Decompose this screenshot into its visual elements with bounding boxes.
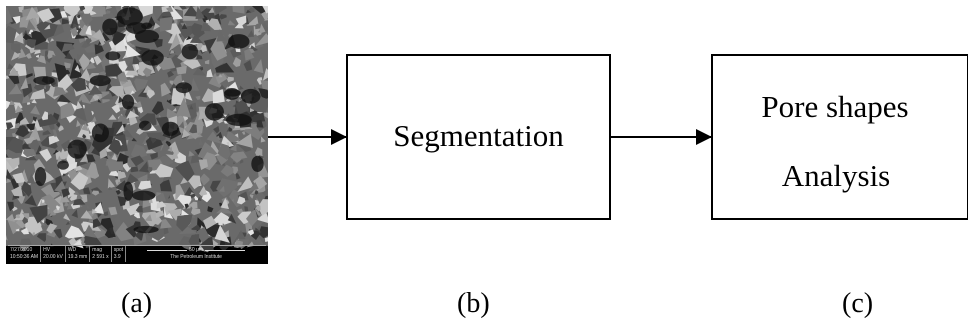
sem-spot: spot 3.9 <box>112 246 127 262</box>
sem-hv-value: 20.00 kV <box>43 254 63 260</box>
segmentation-label: Segmentation <box>393 118 564 153</box>
sem-time: 10:50:36 AM <box>10 254 39 260</box>
sem-hv-label: HV <box>43 247 51 253</box>
caption-b: (b) <box>457 288 490 319</box>
sem-spot-value: 3.9 <box>113 254 121 260</box>
sem-wd: WD 19.3 mm <box>66 246 91 262</box>
sem-wd-label: WD <box>67 247 77 253</box>
sem-info-bar: 7/27/2010 10:50:36 AM HV 20.00 kV WD 19.… <box>8 245 266 262</box>
sem-micrograph: 7/27/2010 10:50:36 AM HV 20.00 kV WD 19.… <box>6 6 268 264</box>
sem-scale: 50 µm The Petroleum Institute <box>126 246 266 262</box>
scale-bar: 50 µm <box>147 247 246 254</box>
segmentation-box: Segmentation <box>346 54 611 220</box>
sem-mag-value: 2 591 x <box>92 254 109 260</box>
sem-texture <box>6 6 268 253</box>
arrow-b-to-c <box>611 129 712 145</box>
analysis-label: Analysis <box>781 158 891 193</box>
sem-institute: The Petroleum Institute <box>170 254 222 260</box>
caption-a: (a) <box>121 288 153 319</box>
sem-spot-label: spot <box>113 247 124 253</box>
sem-hv: HV 20.00 kV <box>41 246 66 262</box>
sem-mag: mag 2 591 x <box>90 246 112 262</box>
sem-date: 7/27/2010 <box>10 247 33 253</box>
pore-analysis-box: Pore shapes Analysis <box>711 54 968 220</box>
sem-scale-label: 50 µm <box>189 247 204 253</box>
caption-c: (c) <box>842 288 874 319</box>
sem-mag-label: mag <box>92 247 103 253</box>
sem-datetime: 7/27/2010 10:50:36 AM <box>8 246 42 262</box>
arrow-a-to-b <box>268 129 347 145</box>
sem-wd-value: 19.3 mm <box>67 254 88 260</box>
pore-shapes-label: Pore shapes <box>761 89 909 124</box>
